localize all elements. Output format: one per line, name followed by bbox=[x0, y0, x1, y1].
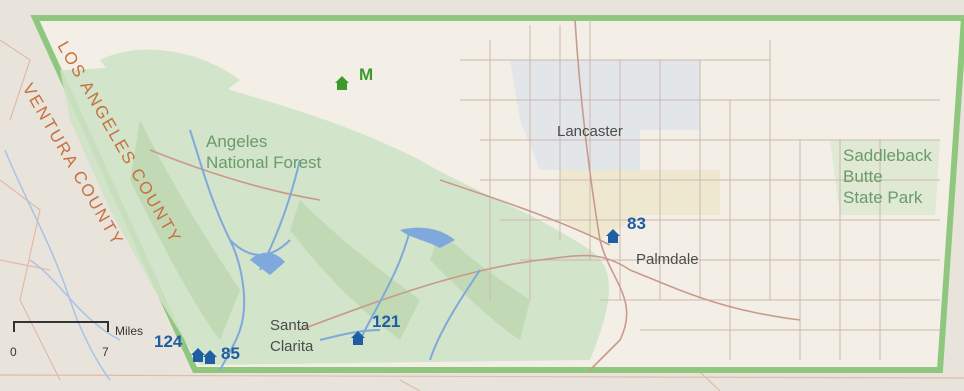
park-label-angeles-line2: National Forest bbox=[206, 153, 322, 172]
park-label-saddleback-line1: Saddleback bbox=[843, 146, 932, 165]
house-icon[interactable] bbox=[190, 347, 206, 363]
park-label-angeles-line1: Angeles bbox=[206, 132, 268, 151]
city-label-santa-clarita: Santa Clarita bbox=[270, 315, 313, 357]
park-label-angeles: Angeles National Forest bbox=[206, 131, 321, 173]
urban-area bbox=[510, 60, 720, 240]
scale-max-label: 7 bbox=[102, 345, 109, 359]
marker-label-85[interactable]: 85 bbox=[221, 344, 240, 363]
marker-label-124[interactable]: 124 bbox=[154, 332, 183, 351]
house-icon[interactable] bbox=[605, 228, 621, 244]
city-label-lancaster: Lancaster bbox=[557, 123, 623, 140]
forest-ridges bbox=[130, 120, 530, 340]
street-grid bbox=[460, 20, 940, 360]
park-label-saddleback: Saddleback Butte State Park bbox=[843, 145, 932, 208]
scale-bar bbox=[13, 321, 109, 332]
scale-unit-label: Miles bbox=[115, 324, 144, 338]
city-label-clarita: Clarita bbox=[270, 338, 314, 355]
city-label-palmdale: Palmdale bbox=[636, 251, 699, 268]
reservoirs bbox=[250, 227, 455, 275]
outside-streams bbox=[4, 149, 121, 381]
house-icon[interactable] bbox=[202, 349, 218, 365]
house-icon[interactable] bbox=[334, 75, 350, 91]
marker-label-83[interactable]: 83 bbox=[627, 214, 646, 233]
city-label-santa: Santa bbox=[270, 317, 310, 334]
park-label-saddleback-line2: Butte bbox=[843, 167, 883, 186]
scale-min-label: 0 bbox=[10, 345, 17, 359]
house-icon[interactable] bbox=[350, 330, 366, 346]
main-roads bbox=[149, 19, 801, 371]
outside-roads bbox=[0, 39, 964, 391]
marker-label-121[interactable]: 121 bbox=[372, 312, 401, 331]
park-label-saddleback-line3: State Park bbox=[843, 188, 923, 207]
marker-label-m[interactable]: M bbox=[359, 65, 374, 84]
